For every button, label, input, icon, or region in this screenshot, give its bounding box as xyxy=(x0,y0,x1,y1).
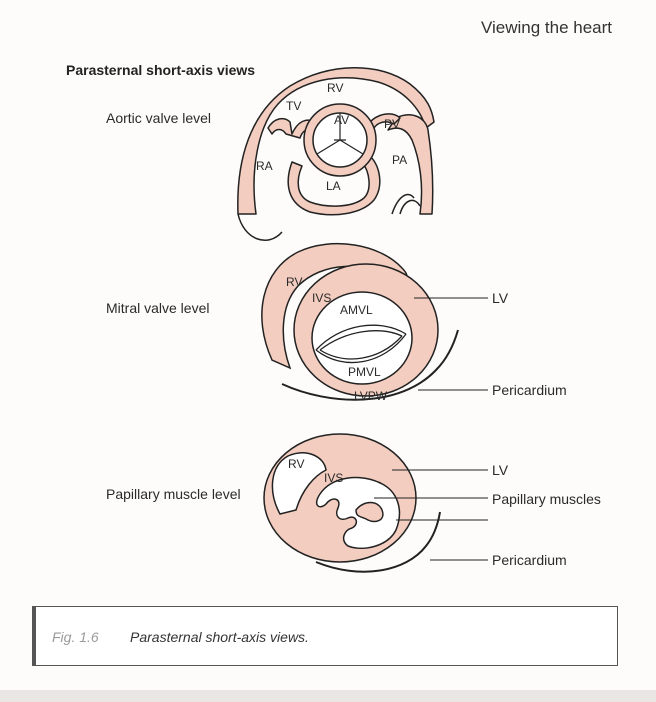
rv-wall xyxy=(237,67,435,215)
caption-fig-number: Fig. 1.6 xyxy=(52,629,99,645)
pa-tail xyxy=(391,193,421,215)
callout-pericardium: Pericardium xyxy=(492,382,567,398)
level-label-mitral: Mitral valve level xyxy=(106,300,210,316)
label-rv: RV xyxy=(327,81,343,95)
label-la: LA xyxy=(326,179,341,193)
section-title: Parasternal short-axis views xyxy=(66,62,256,78)
label-rv: RV xyxy=(286,275,302,289)
label-rv: RV xyxy=(288,457,304,471)
label-pv: PV xyxy=(384,117,400,131)
label-pmvl: PMVL xyxy=(348,365,381,379)
pv-flap xyxy=(369,113,401,129)
aortic-labels: RV TV AV PV RA PA LA xyxy=(256,81,407,193)
running-head: Viewing the heart xyxy=(480,18,612,37)
page-bottom-strip xyxy=(0,690,656,702)
callout-papillary-muscles: Papillary muscles xyxy=(492,491,601,507)
label-ivs: IVS xyxy=(324,471,343,485)
papillary-diagram xyxy=(263,433,441,573)
level-label-aortic: Aortic valve level xyxy=(106,110,212,126)
callout-lv: LV xyxy=(492,290,509,306)
rv-cavity xyxy=(271,452,327,515)
label-av: AV xyxy=(334,113,349,127)
mitral-valve-diagram xyxy=(261,242,459,401)
caption-text: Parasternal short-axis views. xyxy=(130,629,309,645)
mitral-labels: RV IVS AMVL PMVL LVPW xyxy=(286,275,388,403)
mitral-callouts xyxy=(414,297,488,391)
papillary-labels: RV IVS xyxy=(288,457,343,485)
label-amvl: AMVL xyxy=(340,303,373,317)
papillary-muscle-shape xyxy=(355,501,384,523)
label-ra: RA xyxy=(256,159,273,173)
label-tv: TV xyxy=(286,99,301,113)
callout-pericardium: Pericardium xyxy=(492,552,567,568)
pericardium-line xyxy=(281,329,459,401)
aortic-valve-diagram xyxy=(237,67,435,241)
label-ivs: IVS xyxy=(312,291,331,305)
pa-wall xyxy=(387,114,434,215)
callout-lv: LV xyxy=(492,462,509,478)
papillary-callouts xyxy=(374,469,488,561)
label-pa: PA xyxy=(392,153,407,167)
level-label-papillary: Papillary muscle level xyxy=(106,486,241,502)
label-lvpw: LVPW xyxy=(354,389,388,403)
ra-outline xyxy=(237,213,283,241)
mitral-leaflets xyxy=(315,324,407,364)
figure-caption: Fig. 1.6 Parasternal short-axis views. xyxy=(32,606,618,666)
aortic-cusps xyxy=(316,113,364,155)
heart-diagrams: RV TV AV PV RA PA LA RV IVS AMVL PMVL LV… xyxy=(237,67,601,573)
pericardium-line xyxy=(315,511,441,573)
